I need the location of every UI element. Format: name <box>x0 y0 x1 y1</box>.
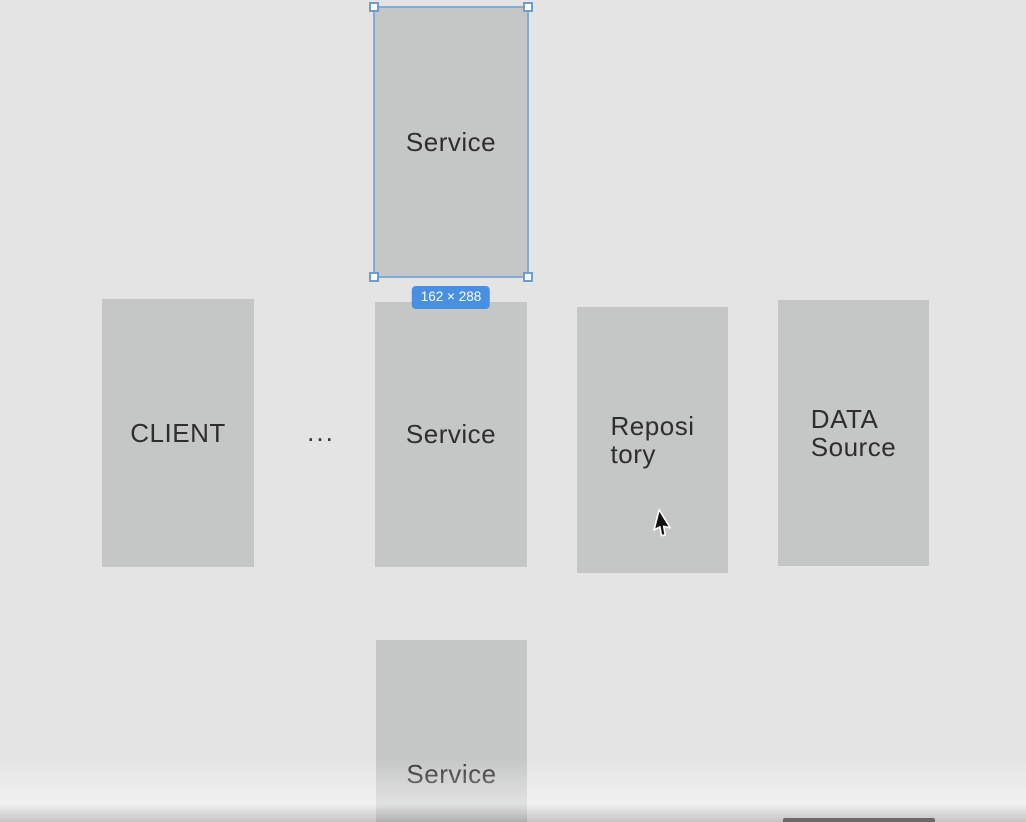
shape-service-middle[interactable]: Service <box>375 302 527 567</box>
shape-service-bottom-label: Service <box>406 758 497 789</box>
selection-handle-sw[interactable] <box>369 272 379 282</box>
shape-client[interactable]: CLIENT <box>102 299 254 567</box>
bottom-dark-bar <box>783 818 935 822</box>
shape-service-middle-label: Service <box>405 419 497 450</box>
shape-client-label: CLIENT <box>130 417 226 448</box>
shape-data-source-label: DATA Source <box>810 403 897 462</box>
selection-handle-se[interactable] <box>523 272 533 282</box>
shape-service-top[interactable]: Service <box>369 2 533 282</box>
shape-data-source[interactable]: DATA Source <box>778 300 929 566</box>
ellipsis-text: ... <box>307 417 335 447</box>
shape-repository[interactable]: Reposi tory <box>577 307 728 573</box>
shape-service-top-label: Service <box>405 126 497 157</box>
selection-handle-ne[interactable] <box>523 2 533 12</box>
selection-handle-nw[interactable] <box>369 2 379 12</box>
size-badge: 162 × 288 <box>411 286 491 309</box>
shape-service-bottom[interactable]: Service <box>376 640 527 822</box>
shape-repository-label: Reposi tory <box>610 410 695 469</box>
